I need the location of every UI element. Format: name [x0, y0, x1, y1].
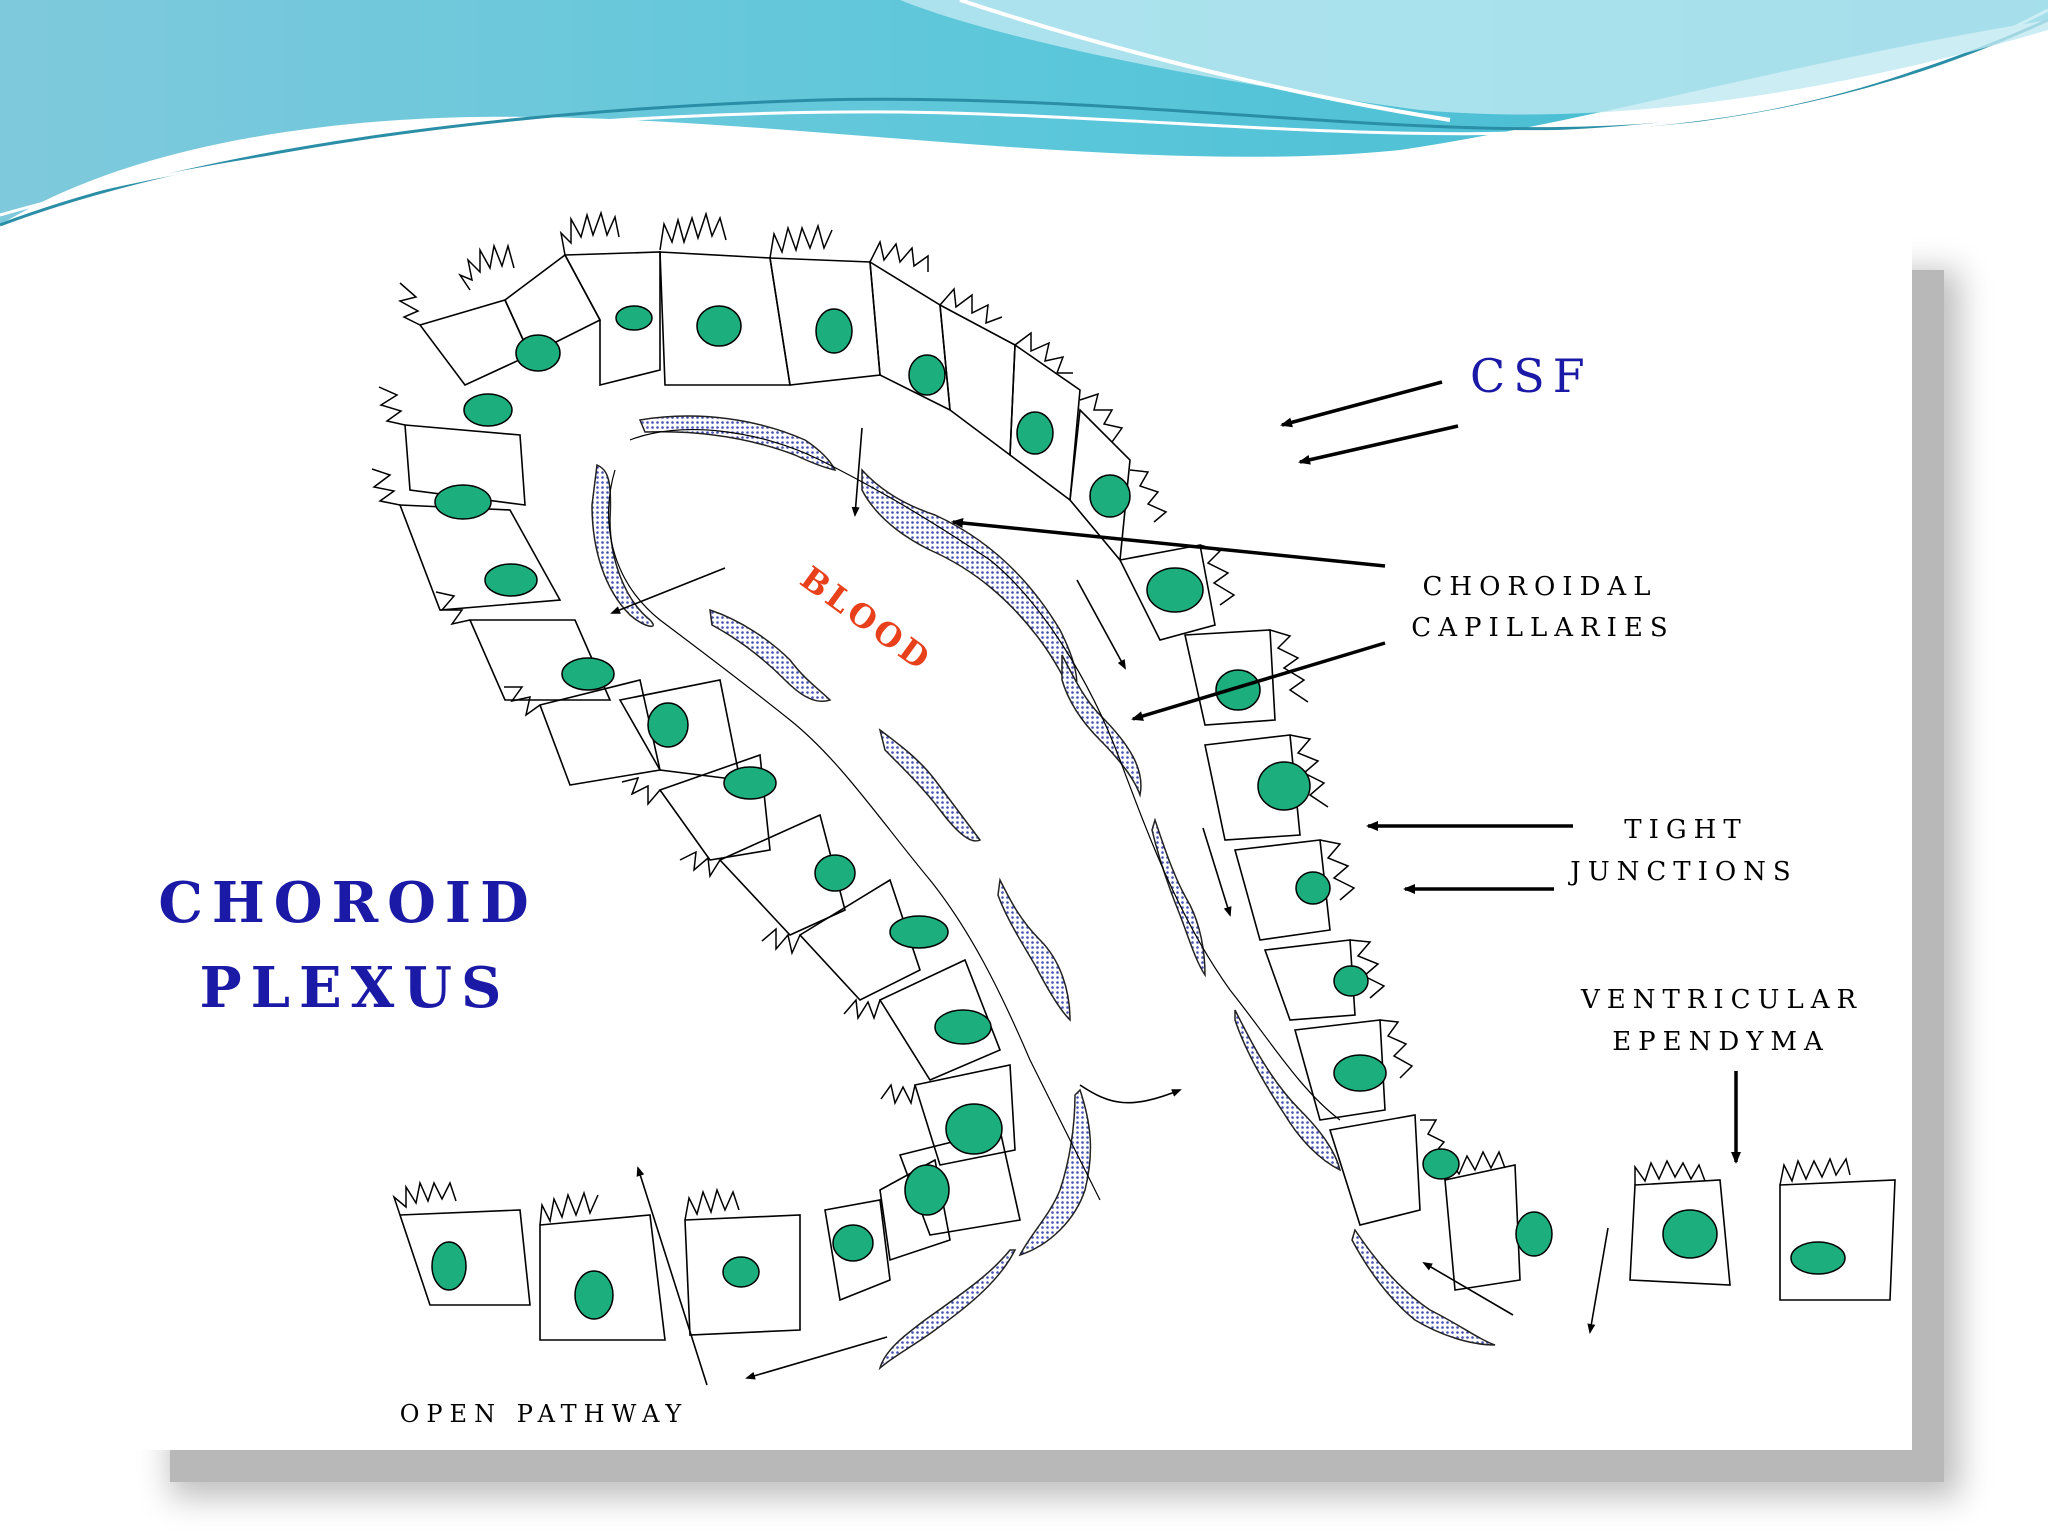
choroidal-capillaries-label-line1: CHOROIDAL: [1423, 572, 1658, 602]
choroidal-capillaries-label-line2: CAPILLARIES: [1411, 613, 1674, 643]
diagram-title-choroid: CHOROID: [158, 870, 537, 936]
cell-nuclei: [431, 305, 1846, 1320]
ventricular-ependyma-label-line1: VENTRICULAR: [1580, 985, 1863, 1015]
open-pathway-label: OPEN PATHWAY: [400, 1400, 689, 1428]
tight-junctions-label-line1: TIGHT: [1624, 815, 1747, 845]
blood-label: BLOOD: [793, 559, 939, 680]
ventricular-ependyma-label-line2: EPENDYMA: [1612, 1027, 1830, 1057]
csf-label: CSF: [1470, 349, 1593, 403]
label-pointer-arrows: [951, 380, 1741, 1164]
epithelial-cell-layer: [398, 251, 1896, 1341]
microvilli: [371, 210, 1851, 1226]
diagram-title-plexus: PLEXUS: [200, 955, 511, 1021]
header-wave-decoration: [0, 0, 2048, 227]
flow-arrows: [610, 427, 1609, 1386]
tight-junctions-label-line2: JUNCTIONS: [1567, 857, 1797, 887]
